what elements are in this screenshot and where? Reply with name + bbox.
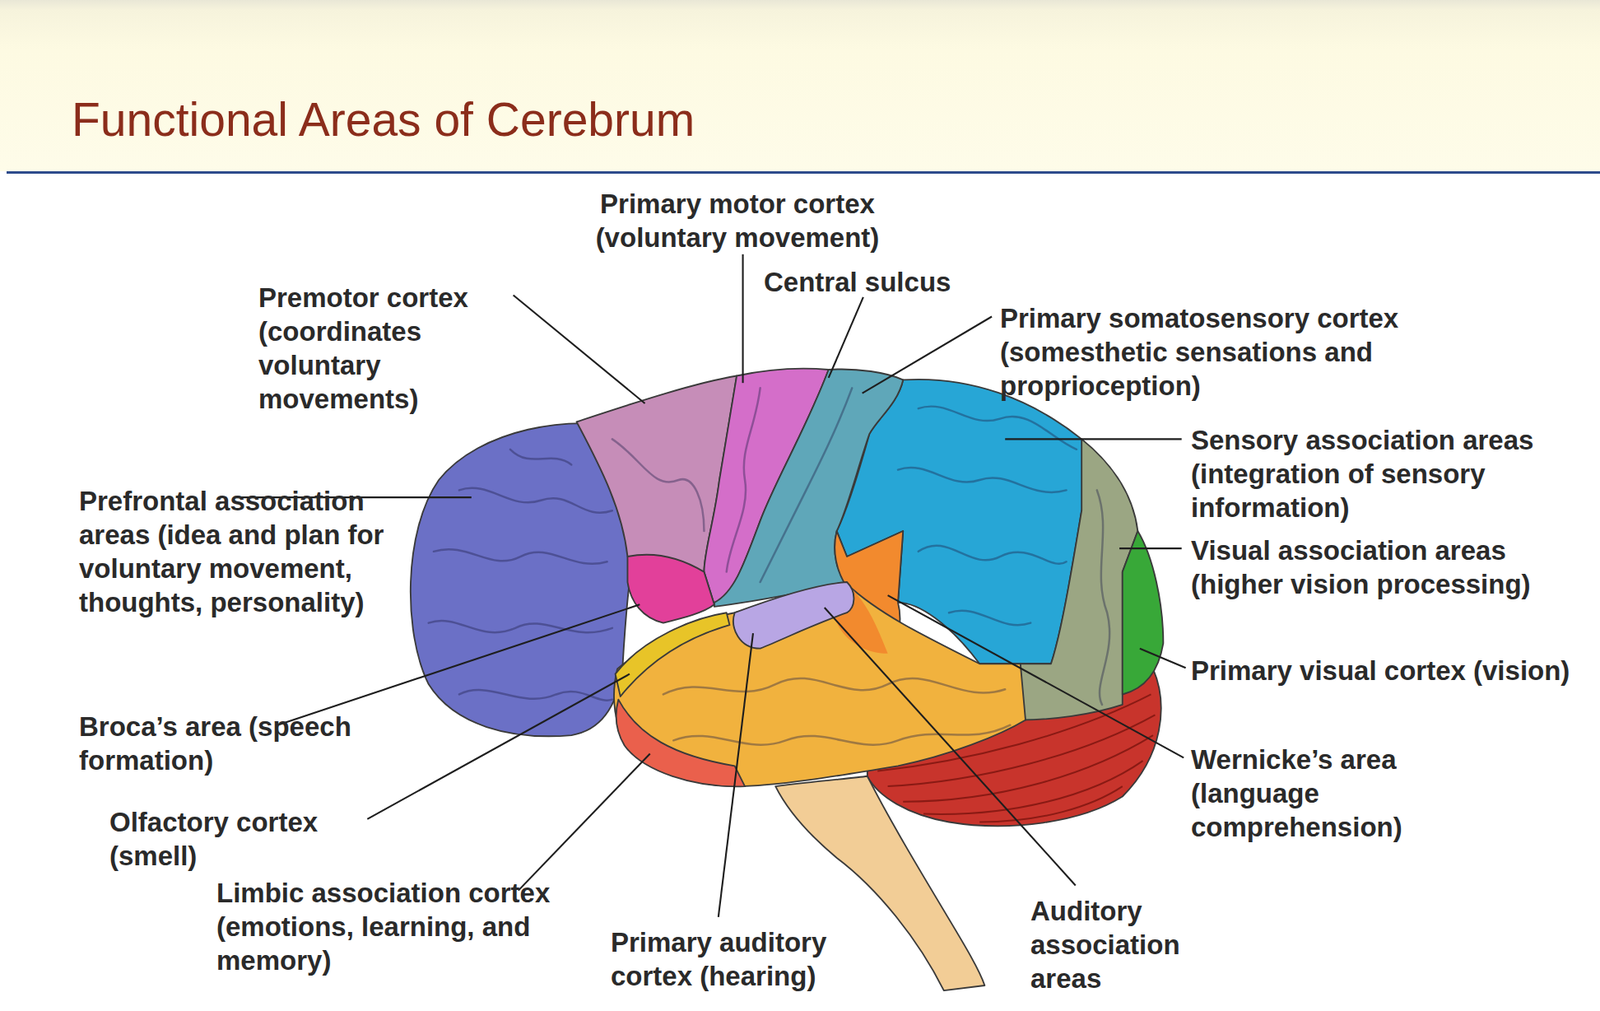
area-label: Sensory association areas (integration o… [1190, 423, 1578, 525]
area-label: Premotor cortex (coordinates voluntary m… [258, 280, 522, 416]
gyri-texture [428, 387, 1110, 745]
broca-region [627, 554, 714, 624]
area-label: Prefrontal association areas (idea and p… [79, 483, 400, 619]
area-label: Primary motor cortex (voluntary movement… [556, 186, 919, 255]
auditory-region [733, 581, 854, 649]
area-label: Olfactory cortex (smell) [109, 804, 382, 873]
area-label: Limbic association cortex (emotions, lea… [216, 875, 587, 977]
area-label: Visual association areas (higher vision … [1190, 533, 1578, 601]
area-label: Primary visual cortex (vision) [1190, 653, 1578, 688]
area-label: Primary somatosensory cortex (somestheti… [1000, 301, 1511, 403]
limbic-region [616, 699, 746, 787]
area-label: Broca’s area (speech formation) [79, 709, 376, 777]
primary-visual-region [1122, 530, 1164, 694]
diagram-title: Functional Areas of Cerebrum [71, 92, 695, 147]
olfactory-region [615, 612, 731, 697]
area-label: Primary auditory cortex (hearing) [610, 925, 883, 993]
area-label: Wernicke’s area (language comprehension) [1190, 742, 1463, 844]
area-label: Auditory association areas [1030, 893, 1212, 996]
area-label: Central sulcus [763, 265, 1028, 299]
title-rule [6, 171, 1600, 174]
